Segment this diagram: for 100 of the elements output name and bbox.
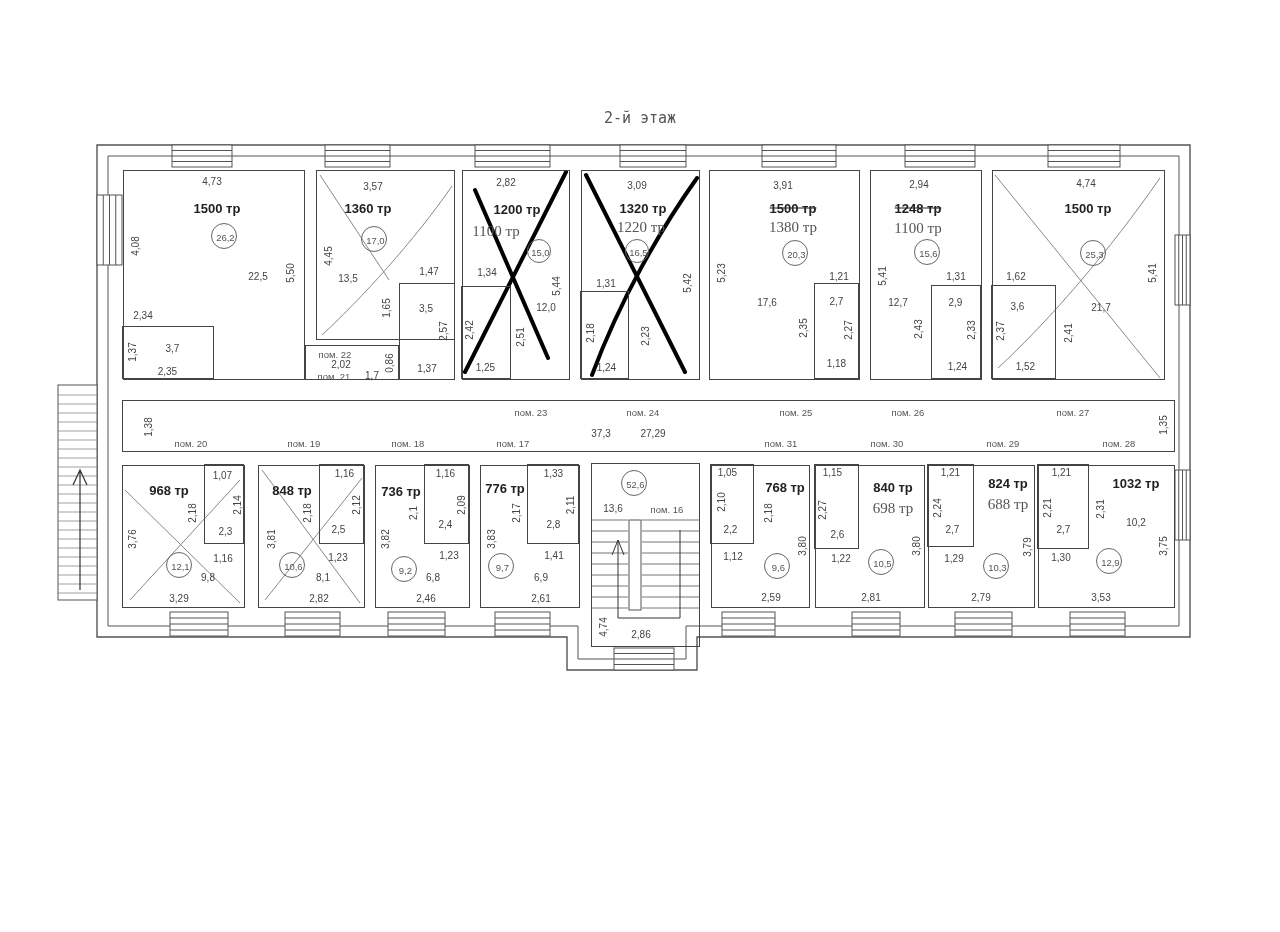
dimension-label: 8,1 — [316, 573, 330, 583]
bathroom — [399, 283, 455, 380]
dimension-label: 3,53 — [1091, 593, 1111, 603]
dimension-label: 6,9 — [534, 573, 548, 583]
dimension-label: 1,21 — [940, 468, 961, 479]
dimension-label: 2,5 — [331, 525, 346, 536]
price-label: 824 тр — [988, 475, 1028, 491]
dimension-label: 2,4 — [438, 520, 453, 531]
dimension-label: 3,29 — [169, 594, 189, 604]
area-value: 9,2 — [398, 564, 412, 576]
dimension-label: 1,24 — [596, 363, 617, 374]
dimension-label: 2,37 — [996, 321, 1007, 342]
price-label: 1032 тр — [1112, 475, 1160, 491]
room-number-label: пом. 18 — [391, 437, 425, 449]
bathroom — [204, 464, 245, 545]
dimension-label: 2,61 — [531, 594, 551, 604]
price-label: 736 тр — [381, 483, 421, 499]
bathroom — [319, 464, 365, 545]
dimension-label: 21,7 — [1091, 303, 1111, 313]
area-value: 9,6 — [771, 561, 785, 573]
dimension-label: 3,75 — [1159, 536, 1169, 556]
room — [375, 465, 470, 608]
room — [870, 170, 982, 380]
dimension-label: 3,6 — [1010, 302, 1025, 313]
dimension-label: 3,80 — [798, 536, 808, 556]
area-value: 26,2 — [216, 231, 235, 243]
price-label: 840 тр — [873, 479, 913, 495]
dimension-label: 3,91 — [773, 181, 793, 191]
area-value: 15,0 — [531, 246, 550, 258]
dimension-label: 2,42 — [465, 320, 476, 341]
price-label: 688 тр — [987, 495, 1029, 513]
dimension-label: 2,3 — [218, 527, 233, 538]
room-number-label: пом. 17 — [496, 437, 530, 449]
bathroom — [1037, 464, 1090, 550]
dimension-label: 3,5 — [419, 304, 433, 314]
bathroom — [122, 326, 215, 380]
dimension-label: 3,80 — [912, 536, 922, 556]
dimension-label: 5,44 — [552, 276, 562, 296]
dimension-label: 1,21 — [1051, 468, 1072, 479]
room-number-label: пом. 24 — [626, 406, 660, 418]
dimension-label: 4,08 — [131, 236, 141, 256]
dimension-label: 1,25 — [475, 363, 496, 374]
bathroom — [580, 291, 630, 380]
dimension-label: 6,8 — [426, 573, 440, 583]
dimension-label: 1,15 — [822, 468, 843, 479]
dimension-label: 2,7 — [945, 525, 960, 536]
dimension-label: 2,18 — [303, 503, 313, 523]
dimension-label: 1,65 — [382, 298, 392, 318]
dimension-label: 2,81 — [861, 593, 881, 603]
room-number-label: пом. 26 — [891, 406, 925, 418]
room-number-label: пом. 30 — [870, 437, 904, 449]
dimension-label: 2,09 — [457, 495, 468, 516]
dimension-label: 1,34 — [477, 268, 497, 278]
dimension-label: 2,82 — [309, 594, 329, 604]
room-number-label: пом. 19 — [287, 437, 321, 449]
area-value: 25,3 — [1085, 248, 1104, 260]
dimension-label: 1,16 — [334, 469, 355, 480]
dimension-label: 1,31 — [946, 272, 966, 282]
dimension-label: 2,21 — [1043, 498, 1054, 519]
dimension-label: 3,09 — [627, 181, 647, 191]
dimension-label: 3,79 — [1023, 537, 1033, 557]
bathroom — [424, 464, 470, 545]
area-value: 10,6 — [284, 560, 303, 572]
dimension-label: 2,1 — [409, 506, 419, 520]
dimension-label: 1,12 — [723, 552, 743, 562]
price-label: 1360 тр — [344, 200, 392, 216]
bathroom — [991, 285, 1057, 380]
dimension-label: 13,5 — [338, 274, 358, 284]
dimension-label: 5,50 — [286, 263, 296, 283]
dimension-label: 2,79 — [971, 593, 991, 603]
dimension-label: 1,35 — [1159, 415, 1169, 435]
area-value: 12,9 — [1101, 556, 1120, 568]
dimension-label: 1,16 — [213, 554, 233, 564]
room-number-label: пом. 31 — [764, 437, 798, 449]
dimension-label: 27,29 — [640, 429, 666, 439]
dimension-label: 1,29 — [944, 554, 964, 564]
dimension-label: 1,16 — [435, 469, 456, 480]
dimension-label: 2,33 — [967, 320, 978, 341]
dimension-label: 2,11 — [566, 496, 577, 515]
dimension-label: 3,83 — [487, 529, 497, 549]
dimension-label: 22,5 — [248, 272, 268, 282]
price-label: 1380 тр — [769, 218, 817, 236]
bathroom — [461, 286, 512, 380]
dimension-label: 2,6 — [830, 530, 845, 541]
dimension-label: 2,8 — [546, 520, 561, 531]
dimension-label: 2,9 — [948, 298, 963, 309]
room-number-label: пом. 25 — [779, 406, 813, 418]
dimension-label: 2,7 — [829, 297, 844, 308]
dimension-label: 1,18 — [826, 359, 847, 370]
price-label: 776 тр — [485, 480, 525, 496]
price-label: 848 тр — [272, 482, 312, 498]
area-value: 9,7 — [495, 561, 509, 573]
dimension-label: 13,6 — [603, 504, 623, 514]
dimension-label: 2,59 — [761, 593, 781, 603]
room-number-label: пом. 23 — [514, 406, 548, 418]
dimension-label: 2,12 — [352, 495, 363, 516]
dimension-label: 3,57 — [363, 182, 383, 192]
price-label: 1500 тр — [193, 200, 241, 216]
dimension-label: 17,6 — [757, 298, 777, 308]
room — [711, 465, 810, 608]
